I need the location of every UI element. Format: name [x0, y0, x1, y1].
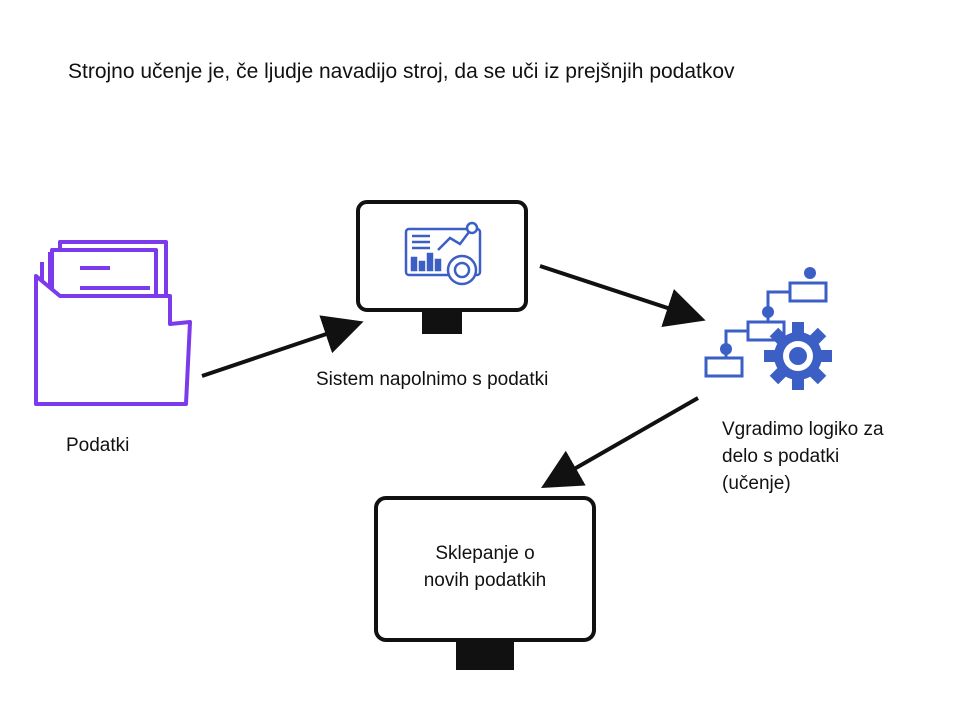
arrow-system-to-logic: [539, 264, 706, 327]
label-logic-line-3: (učenje): [722, 473, 791, 494]
label-logic-line-2: delo s podatki: [722, 446, 840, 467]
folder-documents-icon: [34, 240, 192, 406]
gear-flowchart-icon: [704, 267, 832, 390]
arrow-data-to-system: [201, 315, 364, 378]
label-result-line-2: novih podatkih: [423, 570, 547, 591]
label-data: Podatki: [66, 435, 130, 456]
page-title: Strojno učenje je, če ljudje navadijo st…: [68, 60, 735, 83]
arrow-logic-to-result: [541, 396, 699, 488]
label-system: Sistem napolnimo s podatki: [316, 369, 549, 390]
label-logic: Vgradimo logiko za delo s podatki (učenj…: [722, 416, 884, 497]
label-logic-line-1: Vgradimo logiko za: [722, 419, 884, 440]
label-result-line-1: Sklepanje o: [435, 543, 535, 564]
monitor-icon: [374, 496, 596, 670]
analytics-monitor-icon: [356, 200, 528, 334]
label-result: Sklepanje o novih podatkih: [380, 540, 590, 594]
